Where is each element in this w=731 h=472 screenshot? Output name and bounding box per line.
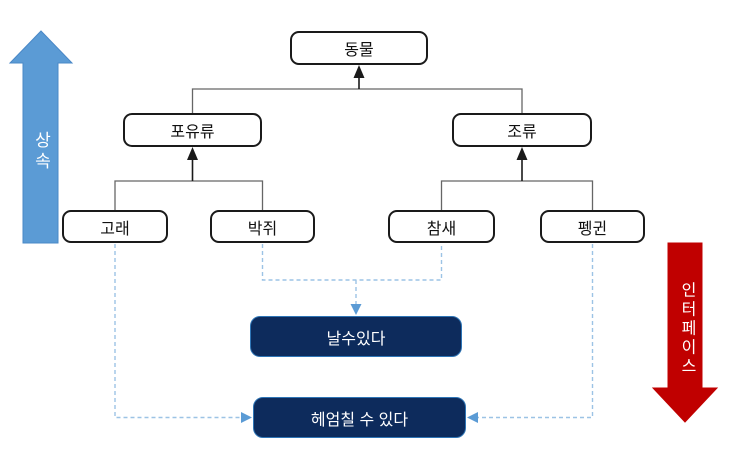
node-sparrow: 참새 xyxy=(388,210,495,243)
interface-can-fly: 날수있다 xyxy=(250,316,462,357)
node-whale: 고래 xyxy=(62,210,168,243)
node-penguin: 펭귄 xyxy=(540,210,645,243)
node-bat: 박쥐 xyxy=(210,210,315,243)
node-animal: 동물 xyxy=(290,31,428,65)
inheritance-arrow xyxy=(8,30,74,244)
interface-arrow xyxy=(651,242,719,423)
interface-can-swim: 헤엄칠 수 있다 xyxy=(253,397,466,438)
inheritance-label: 상속 xyxy=(31,131,51,173)
node-bird: 조류 xyxy=(452,113,592,147)
interface-label: 인터페이스 xyxy=(678,281,695,377)
node-mammal: 포유류 xyxy=(123,113,262,147)
